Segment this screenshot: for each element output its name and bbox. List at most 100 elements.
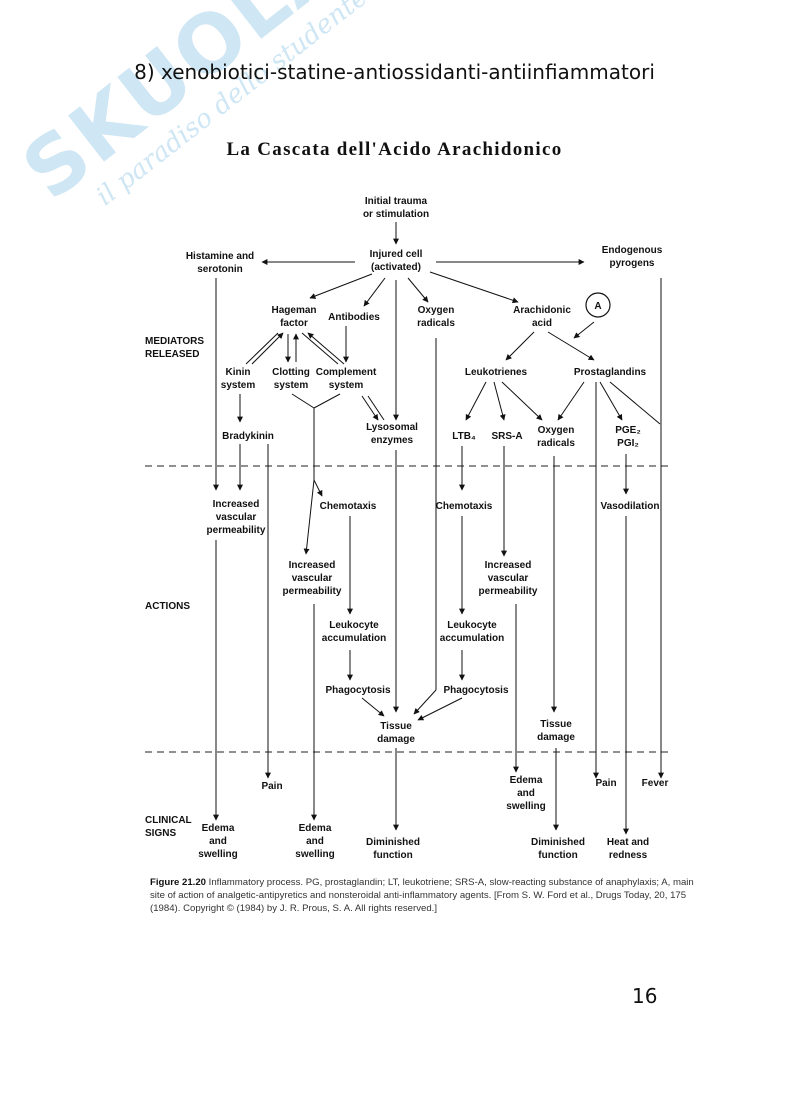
figure-caption-text: Inflammatory process. PG, prostaglandin;… xyxy=(150,877,694,914)
node-line: Complement xyxy=(316,367,377,378)
node-line: Hageman xyxy=(271,305,316,316)
node-line: Chemotaxis xyxy=(436,501,493,512)
node-line: Endogenous xyxy=(602,245,663,256)
node-increased-permeability-3: Increased vascular permeability xyxy=(479,560,538,597)
node-line: Kinin xyxy=(226,367,251,378)
node-line: Prostaglandins xyxy=(574,367,647,378)
node-complement-system: Complement system xyxy=(316,367,377,391)
node-arachidonic-acid: Arachidonic acid xyxy=(513,305,571,329)
node-line: Increased xyxy=(289,560,336,571)
node-line: factor xyxy=(280,318,308,329)
node-line: radicals xyxy=(417,318,455,329)
node-injured-cell: Injured cell (activated) xyxy=(370,249,423,273)
node-line: Increased xyxy=(213,499,260,510)
node-line: Edema xyxy=(510,775,543,786)
node-line: Edema xyxy=(299,823,332,834)
section-label-mediators: MEDIATORS RELEASED xyxy=(145,336,207,360)
node-line: Injured cell xyxy=(370,249,423,260)
node-line: Diminished xyxy=(531,837,585,848)
node-vasodilation: Vasodilation xyxy=(601,501,660,512)
page-number: 16 xyxy=(632,984,658,1008)
node-line: Tissue xyxy=(380,721,412,732)
node-phagocytosis-2: Phagocytosis xyxy=(443,685,508,696)
node-leukocyte-accumulation-2: Leukocyte accumulation xyxy=(440,620,504,644)
node-line: Phagocytosis xyxy=(443,685,508,696)
node-line: Leukocyte xyxy=(447,620,497,631)
node-line: Antibodies xyxy=(328,312,380,323)
node-fever: Fever xyxy=(642,778,669,789)
node-pain-1: Pain xyxy=(261,781,282,792)
node-line: vascular xyxy=(488,573,529,584)
node-line: SRS-A xyxy=(491,431,522,442)
node-chemotaxis-2: Chemotaxis xyxy=(436,501,493,512)
node-chemotaxis-1: Chemotaxis xyxy=(320,501,377,512)
page-header: 8) xenobiotici-statine-antiossidanti-ant… xyxy=(134,60,655,84)
section-label-clinical: CLINICAL SIGNS xyxy=(145,815,194,839)
node-line: Increased xyxy=(485,560,532,571)
node-phagocytosis-1: Phagocytosis xyxy=(325,685,390,696)
node-antibodies: Antibodies xyxy=(328,312,380,323)
node-line: PGI₂ xyxy=(617,438,639,449)
node-line: permeability xyxy=(207,525,266,536)
node-tissue-damage-2: Tissue damage xyxy=(537,719,575,743)
node-line: system xyxy=(221,380,256,391)
node-line: pyrogens xyxy=(609,258,654,269)
node-line: accumulation xyxy=(440,633,504,644)
node-line: accumulation xyxy=(322,633,386,644)
node-line: Chemotaxis xyxy=(320,501,377,512)
node-clotting-system: Clotting system xyxy=(272,367,310,391)
node-line: Lysosomal xyxy=(366,422,418,433)
node-line: Bradykinin xyxy=(222,431,274,442)
node-histamine-serotonin: Histamine and serotonin xyxy=(186,251,254,275)
node-line: damage xyxy=(377,734,415,745)
section-dividers xyxy=(145,465,668,753)
node-line: enzymes xyxy=(371,435,414,446)
node-bradykinin: Bradykinin xyxy=(222,431,274,442)
node-line: (activated) xyxy=(371,262,421,273)
node-line: and xyxy=(517,788,535,799)
node-line: Phagocytosis xyxy=(325,685,390,696)
node-line: Leukotrienes xyxy=(465,367,528,378)
node-line: acid xyxy=(532,318,552,329)
node-line: Pain xyxy=(595,778,616,789)
node-line: Arachidonic xyxy=(513,305,571,316)
node-heat-redness: Heat and redness xyxy=(607,837,649,861)
node-ltb4: LTB₄ xyxy=(452,431,476,442)
figure-caption: Figure 21.20 Inflammatory process. PG, p… xyxy=(150,876,710,915)
node-line: Histamine and xyxy=(186,251,254,262)
node-line: Tissue xyxy=(540,719,572,730)
node-line: and xyxy=(306,836,324,847)
node-pain-2: Pain xyxy=(595,778,616,789)
node-diminished-function-2: Diminished function xyxy=(531,837,585,861)
node-line: damage xyxy=(537,732,575,743)
node-line: Pain xyxy=(261,781,282,792)
section-label-actions: ACTIONS xyxy=(145,601,190,612)
node-edema-swelling-2: Edema and swelling xyxy=(295,823,334,860)
node-tissue-damage-1: Tissue damage xyxy=(377,721,415,745)
node-line: serotonin xyxy=(197,264,243,275)
node-srs-a: SRS-A xyxy=(491,431,522,442)
node-line: Clotting xyxy=(272,367,310,378)
node-line: vascular xyxy=(216,512,257,523)
figure-label: Figure 21.20 xyxy=(150,877,206,888)
node-line: swelling xyxy=(198,849,237,860)
node-pge2-pgi2: PGE₂ PGI₂ xyxy=(615,425,641,449)
node-kinin-system: Kinin system xyxy=(221,367,256,391)
node-line: permeability xyxy=(479,586,538,597)
node-line: PGE₂ xyxy=(615,425,641,436)
node-hageman-factor: Hageman factor xyxy=(271,305,316,329)
node-line: function xyxy=(538,850,577,861)
node-line: Heat and xyxy=(607,837,649,848)
node-line: permeability xyxy=(283,586,342,597)
site-of-action-circle xyxy=(585,292,611,318)
node-line: system xyxy=(274,380,309,391)
node-line: swelling xyxy=(295,849,334,860)
node-line: redness xyxy=(609,850,648,861)
node-line: system xyxy=(329,380,364,391)
node-line: Oxygen xyxy=(418,305,455,316)
